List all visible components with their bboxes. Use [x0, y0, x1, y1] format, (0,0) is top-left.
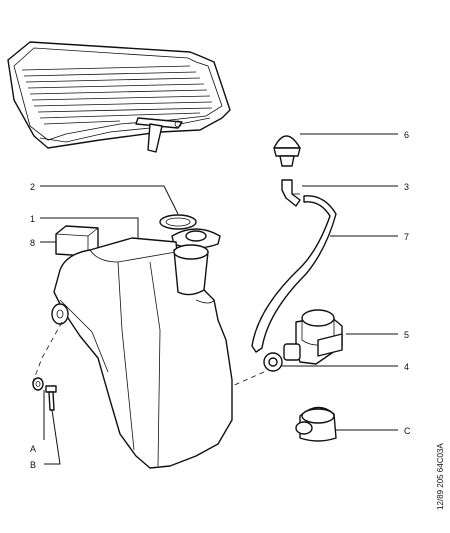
callout-1: 1 [30, 214, 35, 224]
reference-code: 12/89 205 64C03A [436, 443, 445, 510]
fixing-washer [32, 377, 44, 391]
defroster-lines [21, 65, 213, 125]
callout-4: 4 [404, 362, 409, 372]
callout-B: B [30, 460, 36, 470]
washer-pump [283, 309, 343, 365]
rubber-plug [295, 406, 337, 442]
filler-seal-ring [159, 214, 197, 230]
callout-8: 8 [30, 238, 35, 248]
callout-C: C [404, 426, 411, 436]
washer-hose [251, 195, 337, 353]
washer-nozzle-cap [273, 135, 301, 167]
rear-window-illustration [7, 41, 231, 149]
callout-6: 6 [404, 130, 409, 140]
fixing-bolt [45, 385, 57, 411]
rear-wiper-arm [135, 117, 183, 153]
pump-grommet [231, 352, 283, 387]
leader-lines [40, 133, 398, 465]
callout-7: 7 [404, 232, 409, 242]
washer-reservoir-tank [31, 237, 233, 469]
callout-2: 2 [30, 182, 35, 192]
callout-3: 3 [404, 182, 409, 192]
callout-5: 5 [404, 330, 409, 340]
elbow-connector [281, 179, 301, 207]
callout-A: A [30, 444, 36, 454]
filler-cap [171, 228, 221, 249]
callout-labels: 2 1 8 6 3 7 5 4 C A B [30, 130, 411, 470]
